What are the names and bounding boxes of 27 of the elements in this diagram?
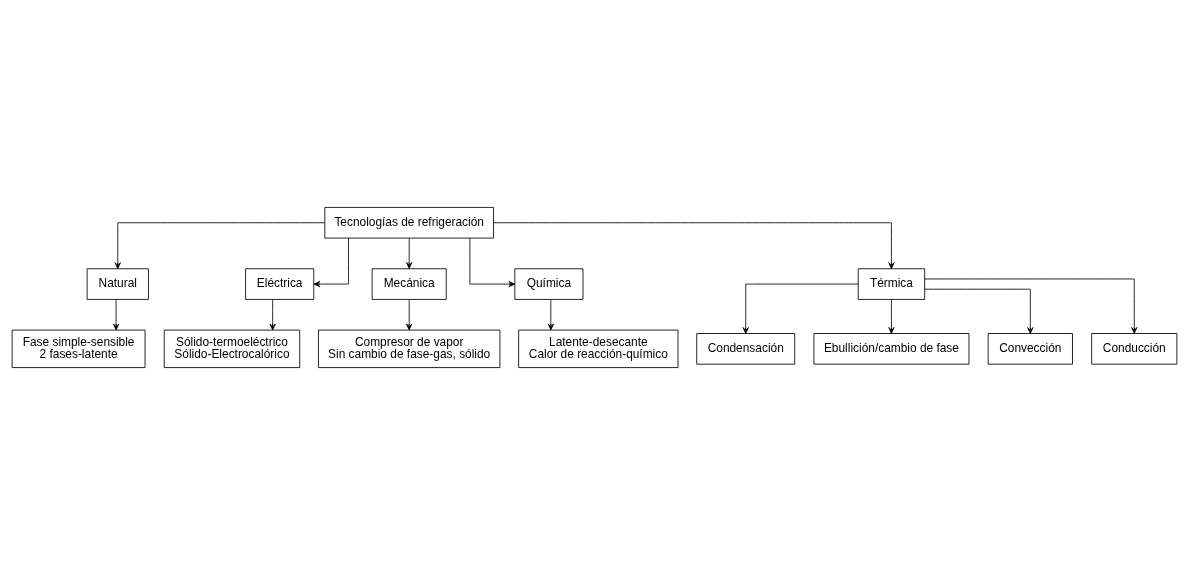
- arrow: [112, 298, 120, 330]
- node-box: Sólido-termoeléctrico Sólido-Electrocalórico: [163, 329, 301, 368]
- node-box: Convección: [987, 332, 1073, 365]
- node-box: Tecnologías de refrigeración: [324, 206, 494, 238]
- arrow: [406, 298, 413, 330]
- arrow: [313, 237, 349, 287]
- node-box: Térmica: [857, 267, 926, 300]
- node-box: Eléctrica: [245, 267, 315, 300]
- node-box: Compresor de vapor Sin cambio de fase-gas, sólido: [318, 329, 501, 368]
- arrow: [469, 237, 516, 287]
- arrow: [924, 288, 1034, 334]
- arrow: [493, 221, 895, 269]
- node-box: Natural: [86, 267, 149, 300]
- node-box: Ebullición/cambio de fase: [813, 332, 970, 365]
- arrow: [114, 221, 325, 269]
- arrow: [406, 237, 413, 269]
- arrow: [888, 298, 895, 334]
- arrow: [742, 283, 859, 334]
- arrow: [924, 278, 1138, 334]
- node-box: Química: [514, 267, 584, 300]
- node-box: Condensación: [696, 332, 796, 365]
- node-box: Latente-desecante Calor de reacción-químico: [518, 329, 679, 368]
- node-box: Mecánica: [371, 267, 447, 300]
- node-box: Fase simple-sensible 2 fases-latente: [11, 329, 146, 368]
- node-box: Conducción: [1091, 332, 1178, 365]
- arrow: [547, 298, 554, 330]
- arrow: [269, 298, 276, 330]
